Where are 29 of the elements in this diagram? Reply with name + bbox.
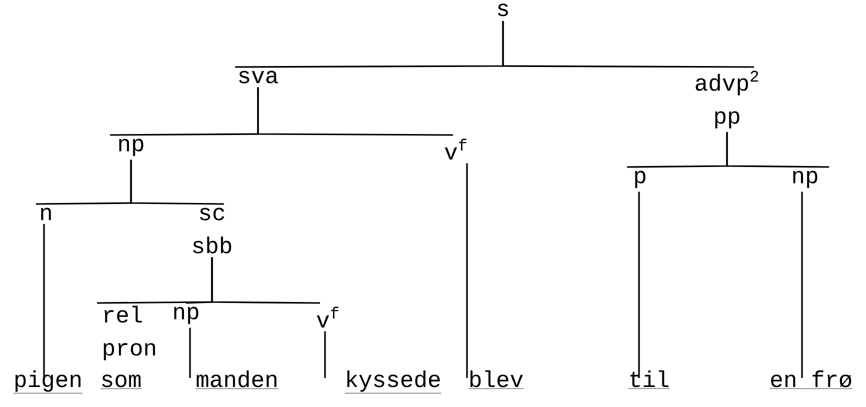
leaf-word: kyssede: [344, 370, 442, 394]
leaf-word: til: [628, 370, 670, 389]
tree-branch: [466, 163, 468, 378]
leaf-word: pigen: [13, 370, 83, 394]
leaf-word: som: [100, 374, 142, 389]
tree-branch: [324, 331, 326, 378]
tree-branch: [43, 224, 45, 378]
tree-branch: [638, 192, 640, 378]
tree-branch: [726, 132, 830, 168]
category-label: p: [635, 170, 646, 188]
category-label: advp$^{2}$ pp: [696, 70, 758, 128]
category-label: n: [41, 208, 51, 220]
tree-branch: [502, 21, 754, 68]
tree-branch: [130, 160, 224, 205]
tree-branch: [211, 257, 320, 304]
category-label: sc sbb: [193, 208, 232, 254]
category-label: s: [498, 4, 508, 16]
category-label: sva: [239, 70, 278, 84]
tree-branch: [801, 192, 803, 378]
tree-branch: [257, 87, 453, 136]
tree-branch: [189, 328, 191, 378]
category-label: np: [174, 306, 198, 324]
category-label: np: [119, 138, 144, 156]
category-label: v$^{f}$: [444, 138, 466, 160]
leaf-word: manden: [195, 370, 279, 389]
category-label: np: [793, 170, 818, 188]
leaf-word: en frø: [769, 370, 853, 389]
leaf-word: blev: [468, 370, 524, 389]
category-label: v$^{f}$: [316, 306, 338, 328]
